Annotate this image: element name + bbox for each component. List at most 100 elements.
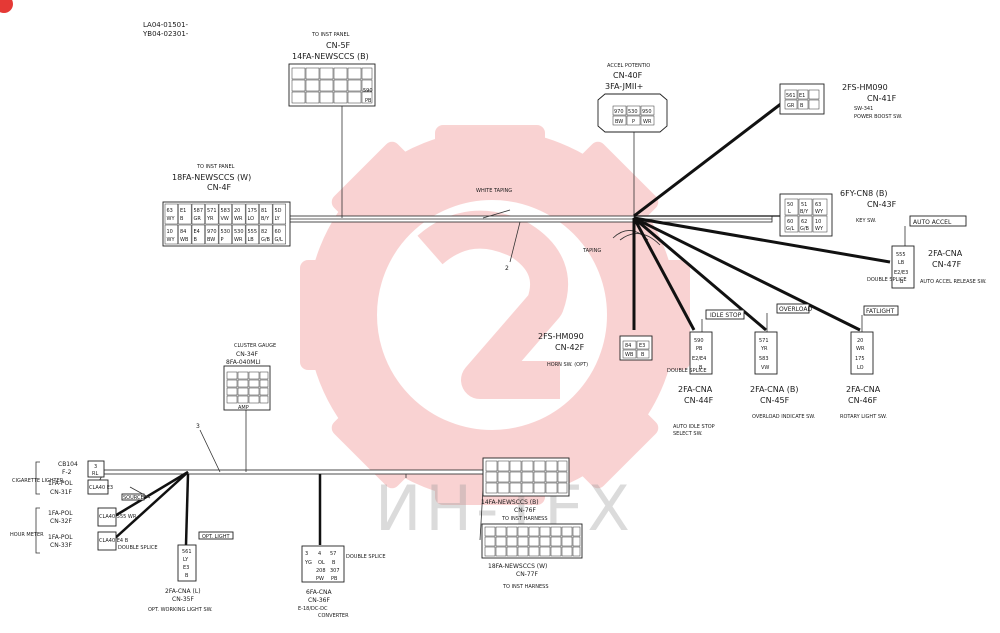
main-harness (231, 105, 773, 263)
cn42f-color-2: B (641, 352, 645, 358)
cn77f-grid (484, 526, 581, 557)
connector-cb104[interactable]: CIGARETTE LIGHTER CB104 F-2 3 RL (12, 460, 105, 495)
connector-cn46f[interactable]: FATLIGHT 20 WR 175 LO 2FA-CNA CN-46F ROT… (840, 305, 899, 420)
cn32f-id: CN-32F (50, 518, 72, 525)
taping-label: TAPING (582, 248, 601, 254)
cn5f-pin: 590 (363, 88, 373, 94)
corner-mark (0, 0, 13, 13)
cn46f-pin-3: 175 (855, 356, 865, 362)
cn46f-desc: ROTARY LIGHT SW. (840, 414, 887, 420)
cn5f-type: 14FA-NEWSCCS (B) (292, 52, 369, 61)
cn35f-type: 2FA-CNA (L) (165, 588, 201, 595)
connector-cn41f[interactable]: 561 E1 GR B 2FS-HM090 CN-41F SW-341 POWE… (779, 83, 903, 120)
cn45f-pin-2: YR (760, 346, 768, 352)
cn35f-tag: OPT. LIGHT (202, 534, 230, 540)
cn33f-pin: CLA40 E4 B (99, 538, 129, 544)
cn43f-type: 6FY-CN8 (B) (840, 189, 887, 198)
cn40f-pin-2: 530 (628, 109, 638, 115)
cn43f-pin-2: 51 (801, 202, 807, 208)
cn33f-type: 1FA-POL (48, 534, 73, 541)
cn36f-color-4: PW (316, 576, 324, 582)
connector-cn43f[interactable]: 50 51 63 L B/Y WY 60 62 10 G/L G/B WY 6F… (779, 189, 897, 237)
cn47f-pin-2: LB (898, 260, 905, 266)
cn4f-pin: 84 (180, 229, 186, 235)
cn4f-pin-color: LO (248, 216, 255, 222)
cn40f-dest: ACCEL POTENTIO (607, 63, 650, 69)
cn46f-tag: FATLIGHT (866, 308, 894, 315)
cn5f-dest: TO INST PANEL (311, 32, 350, 38)
cn35f-pin-2: LY (183, 557, 189, 563)
cn4f-pin: 571 (207, 208, 217, 214)
cn40f-color-1: BW (615, 119, 623, 125)
cn34f-grid (226, 371, 269, 404)
cn42f-type: 2FS-HM090 (538, 332, 584, 341)
cn45f-pin-3: 583 (759, 356, 769, 362)
connector-cn33f[interactable]: 1FA-POL CN-33F CLA40 E4 B DOUBLE SPLICE (48, 531, 158, 551)
connector-cn31f[interactable]: 1FA-POL CN-31F CLA40 E3 (48, 479, 113, 496)
cn35f-desc: OPT. WORKING LIGHT SW. (148, 607, 213, 613)
cn4f-pin: E4 (194, 229, 200, 235)
cn43f-desc: KEY SW. (856, 218, 877, 224)
cn41f-pin-2: E1 (799, 93, 805, 99)
cn33f-splice: DOUBLE SPLICE (118, 545, 158, 551)
cn36f-color-3: B (332, 560, 336, 566)
cn44f-id: CN-44F (684, 396, 714, 405)
cn4f-pin-color: B (194, 237, 198, 243)
cn47f-pin-4: B (900, 279, 904, 285)
cn44f-pin-1: 590 (694, 338, 704, 344)
cn4f-pin: 530 (221, 229, 231, 235)
cn47f-type: 2FA-CNA (928, 249, 963, 258)
connector-cn32f[interactable]: HOUR METER 1FA-POL CN-32F CLA40 555 WR S… (10, 493, 145, 554)
connector-cn36f[interactable]: 3 4 57 YG OL B 208 307 PW PB DOUBLE SPLI… (298, 545, 386, 619)
cn35f-pin-4: B (185, 573, 189, 579)
cn46f-pin-2: WR (856, 346, 865, 352)
cn36f-pin-4: 208 (316, 568, 326, 574)
connector-cn47f[interactable]: AUTO ACCEL 555 LB E2/E3 B 2FA-CNA CN-47F… (867, 215, 987, 289)
cn4f-pin: 10 (167, 229, 173, 235)
cn41f-desc-2: POWER BOOST SW. (854, 114, 903, 120)
cn4f-pin: 81 (261, 208, 267, 214)
cn41f-type: 2FS-HM090 (842, 83, 888, 92)
cn4f-pin: 60 (275, 229, 281, 235)
cn41f-color-1: GR (787, 103, 795, 109)
connector-cn44f[interactable]: IDLE STOP 590 PB E2/E4 B DOUBLE SPLICE 2… (667, 309, 745, 437)
cn4f-pin: 530 (234, 229, 244, 235)
connector-cn76f[interactable]: 14FA-NEWSCCS (B) CN-76F (481, 457, 570, 514)
cn43f-pin-5: 62 (801, 219, 807, 225)
cn4f-pin-color: WR (234, 237, 243, 243)
connector-cn35f[interactable]: OPT. LIGHT 561 LY E3 B 2FA-CNA (L) CN-35… (148, 531, 234, 613)
cn36f-pin-5: 307 (330, 568, 340, 574)
connector-cn42f[interactable]: 84 E3 WB B 2FS-HM090 CN-42F HORN SW. (OP… (538, 332, 653, 368)
cn4f-pin-color: P (221, 237, 224, 243)
cn47f-tag: AUTO ACCEL (913, 219, 952, 226)
cn77f-type: 18FA-NEWSCCS (W) (488, 563, 547, 570)
connector-cn77f[interactable]: TO INST HARNESS 18FA-NEWSCCS (W) CN-77F … (481, 516, 583, 590)
cn35f-pin-3: E3 (183, 565, 189, 571)
cn4f-pin-color: BW (207, 237, 215, 243)
cn40f-color-3: WR (643, 119, 652, 125)
connector-cn45f[interactable]: OVERLOAD 571 YR 583 VW 2FA-CNA (B) CN-45… (750, 303, 816, 420)
cn4f-pin: 82 (261, 229, 267, 235)
cn43f-pin-4: 60 (787, 219, 793, 225)
cn43f-id: CN-43F (867, 200, 897, 209)
connector-cn5f[interactable]: TO INST PANEL CN-5F 14FA-NEWSCCS (B) 590… (288, 32, 376, 107)
cn4f-grid: 63WY10WYE1B84WB587GRE4B571YR970BW583VW53… (164, 203, 286, 245)
connector-cn4f[interactable]: TO INST PANEL 18FA-NEWSCCS (W) CN-4F 63W… (162, 164, 291, 247)
cigarette-lighter-label: CIGARETTE LIGHTER (12, 478, 64, 484)
cn36f-pin-1: 3 (305, 551, 308, 557)
cn45f-id: CN-45F (760, 396, 790, 405)
cn43f-color-2: B/Y (800, 209, 809, 215)
cb104-sub: F-2 (62, 469, 72, 476)
cn44f-pin-3: E2/E4 (692, 356, 706, 362)
connector-cn34f[interactable]: CLUSTER GAUGE CN-34F 8FA-040MLI AMP (223, 343, 276, 411)
connector-cn40f[interactable]: ACCEL POTENTIO CN-40F 3FA-JMII+ 970 530 … (597, 63, 668, 133)
cn47f-pin-1: 555 (896, 252, 906, 258)
cn31f-pin: CLA40 E3 (89, 485, 113, 491)
cn42f-pin-1: 84 (625, 343, 631, 349)
cn77f-dest-top: TO INST HARNESS (501, 516, 548, 522)
cn42f-desc: HORN SW. (OPT) (547, 362, 588, 368)
cn47f-pin-3: E2/E3 (894, 270, 908, 276)
cn4f-pin: 175 (248, 208, 258, 214)
cn77f-id: CN-77F (516, 571, 538, 578)
